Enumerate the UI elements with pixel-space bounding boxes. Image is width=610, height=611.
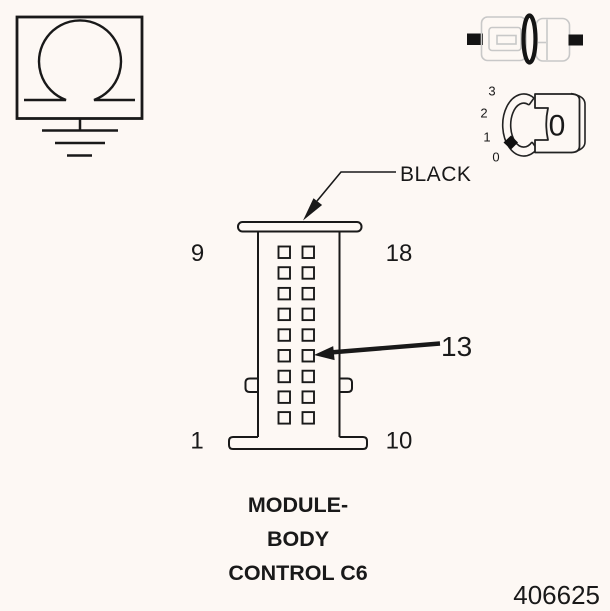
pin-13-callout: 13 <box>314 331 472 362</box>
connector-color-callout: BLACK <box>303 163 471 221</box>
connector-left-lock-tab <box>244 377 258 393</box>
key-face-label: 0 <box>549 110 566 143</box>
component-caption: MODULE- BODY CONTROL C6 <box>228 493 367 585</box>
pin-cavity <box>301 307 315 322</box>
right-connector-shell <box>535 17 571 62</box>
key-head-face <box>534 93 581 154</box>
inline-connector-icon <box>467 13 583 65</box>
ground-resistance-icon <box>15 15 144 157</box>
dial-notch-top <box>528 97 535 106</box>
pin-cavity <box>277 369 291 384</box>
dial-position-marker <box>503 135 518 150</box>
left-terminal-detail <box>488 26 522 52</box>
pin-number-top-left: 9 <box>191 240 204 267</box>
connector-bottom-flange <box>228 436 368 450</box>
pin-cavity <box>301 390 315 404</box>
pin-cavity <box>301 245 315 259</box>
pin-cavity <box>301 349 315 363</box>
dial-position-2: 2 <box>480 106 487 121</box>
pin-grid <box>277 245 315 425</box>
pin-cavity <box>301 286 315 301</box>
caption-line-2: BODY <box>267 527 329 551</box>
pin-13-arrow-shaft <box>329 341 441 355</box>
figure-number: 406625 <box>513 580 600 610</box>
pin-13-label: 13 <box>441 331 472 362</box>
pin-cavity <box>277 245 291 259</box>
pin-cavity <box>277 266 291 280</box>
caption-line-3: CONTROL C6 <box>228 561 367 585</box>
pin-cavity <box>301 328 315 342</box>
pin-cavity <box>277 390 291 404</box>
icon-frame <box>15 15 144 120</box>
dial-inner-arc <box>509 102 533 148</box>
connector-seal-oval <box>521 13 538 65</box>
pin-number-top-right: 18 <box>386 240 413 267</box>
dial-outer-arc <box>501 93 538 157</box>
left-connector-shell <box>480 16 527 62</box>
connector-right-lock-tab <box>339 377 353 393</box>
caption-line-1: MODULE- <box>248 493 348 517</box>
pin-cavity <box>277 286 291 301</box>
dial-position-3: 3 <box>488 84 495 99</box>
pin-cavity <box>301 411 315 425</box>
connector-color-label: BLACK <box>400 163 471 186</box>
pin-cavity <box>301 266 315 280</box>
black-leader-line <box>316 171 396 202</box>
right-wire-stub <box>568 34 583 46</box>
left-wire-stub <box>467 33 483 45</box>
omega-symbol <box>24 19 135 102</box>
pin-cavity <box>277 349 291 363</box>
connector-top-flange <box>237 221 363 233</box>
connector-face-view <box>228 221 368 450</box>
pin-number-bottom-left: 1 <box>190 428 203 455</box>
ignition-switch-position-icon: 0 3 2 1 0 <box>480 84 586 165</box>
pin-13-arrowhead-icon <box>314 346 335 361</box>
ground-symbol <box>42 118 118 157</box>
black-arrowhead-icon <box>303 198 323 221</box>
pin-cavity <box>277 307 291 322</box>
pin-cavity <box>301 369 315 384</box>
pin-cavity <box>277 411 291 425</box>
left-terminal-tab <box>496 34 517 45</box>
pin-number-bottom-right: 10 <box>386 428 413 455</box>
connector-pin-numbers: 9 18 1 10 <box>190 240 412 455</box>
pin-cavity <box>277 328 291 342</box>
dial-position-1: 1 <box>483 130 490 145</box>
dial-position-0: 0 <box>492 150 499 165</box>
